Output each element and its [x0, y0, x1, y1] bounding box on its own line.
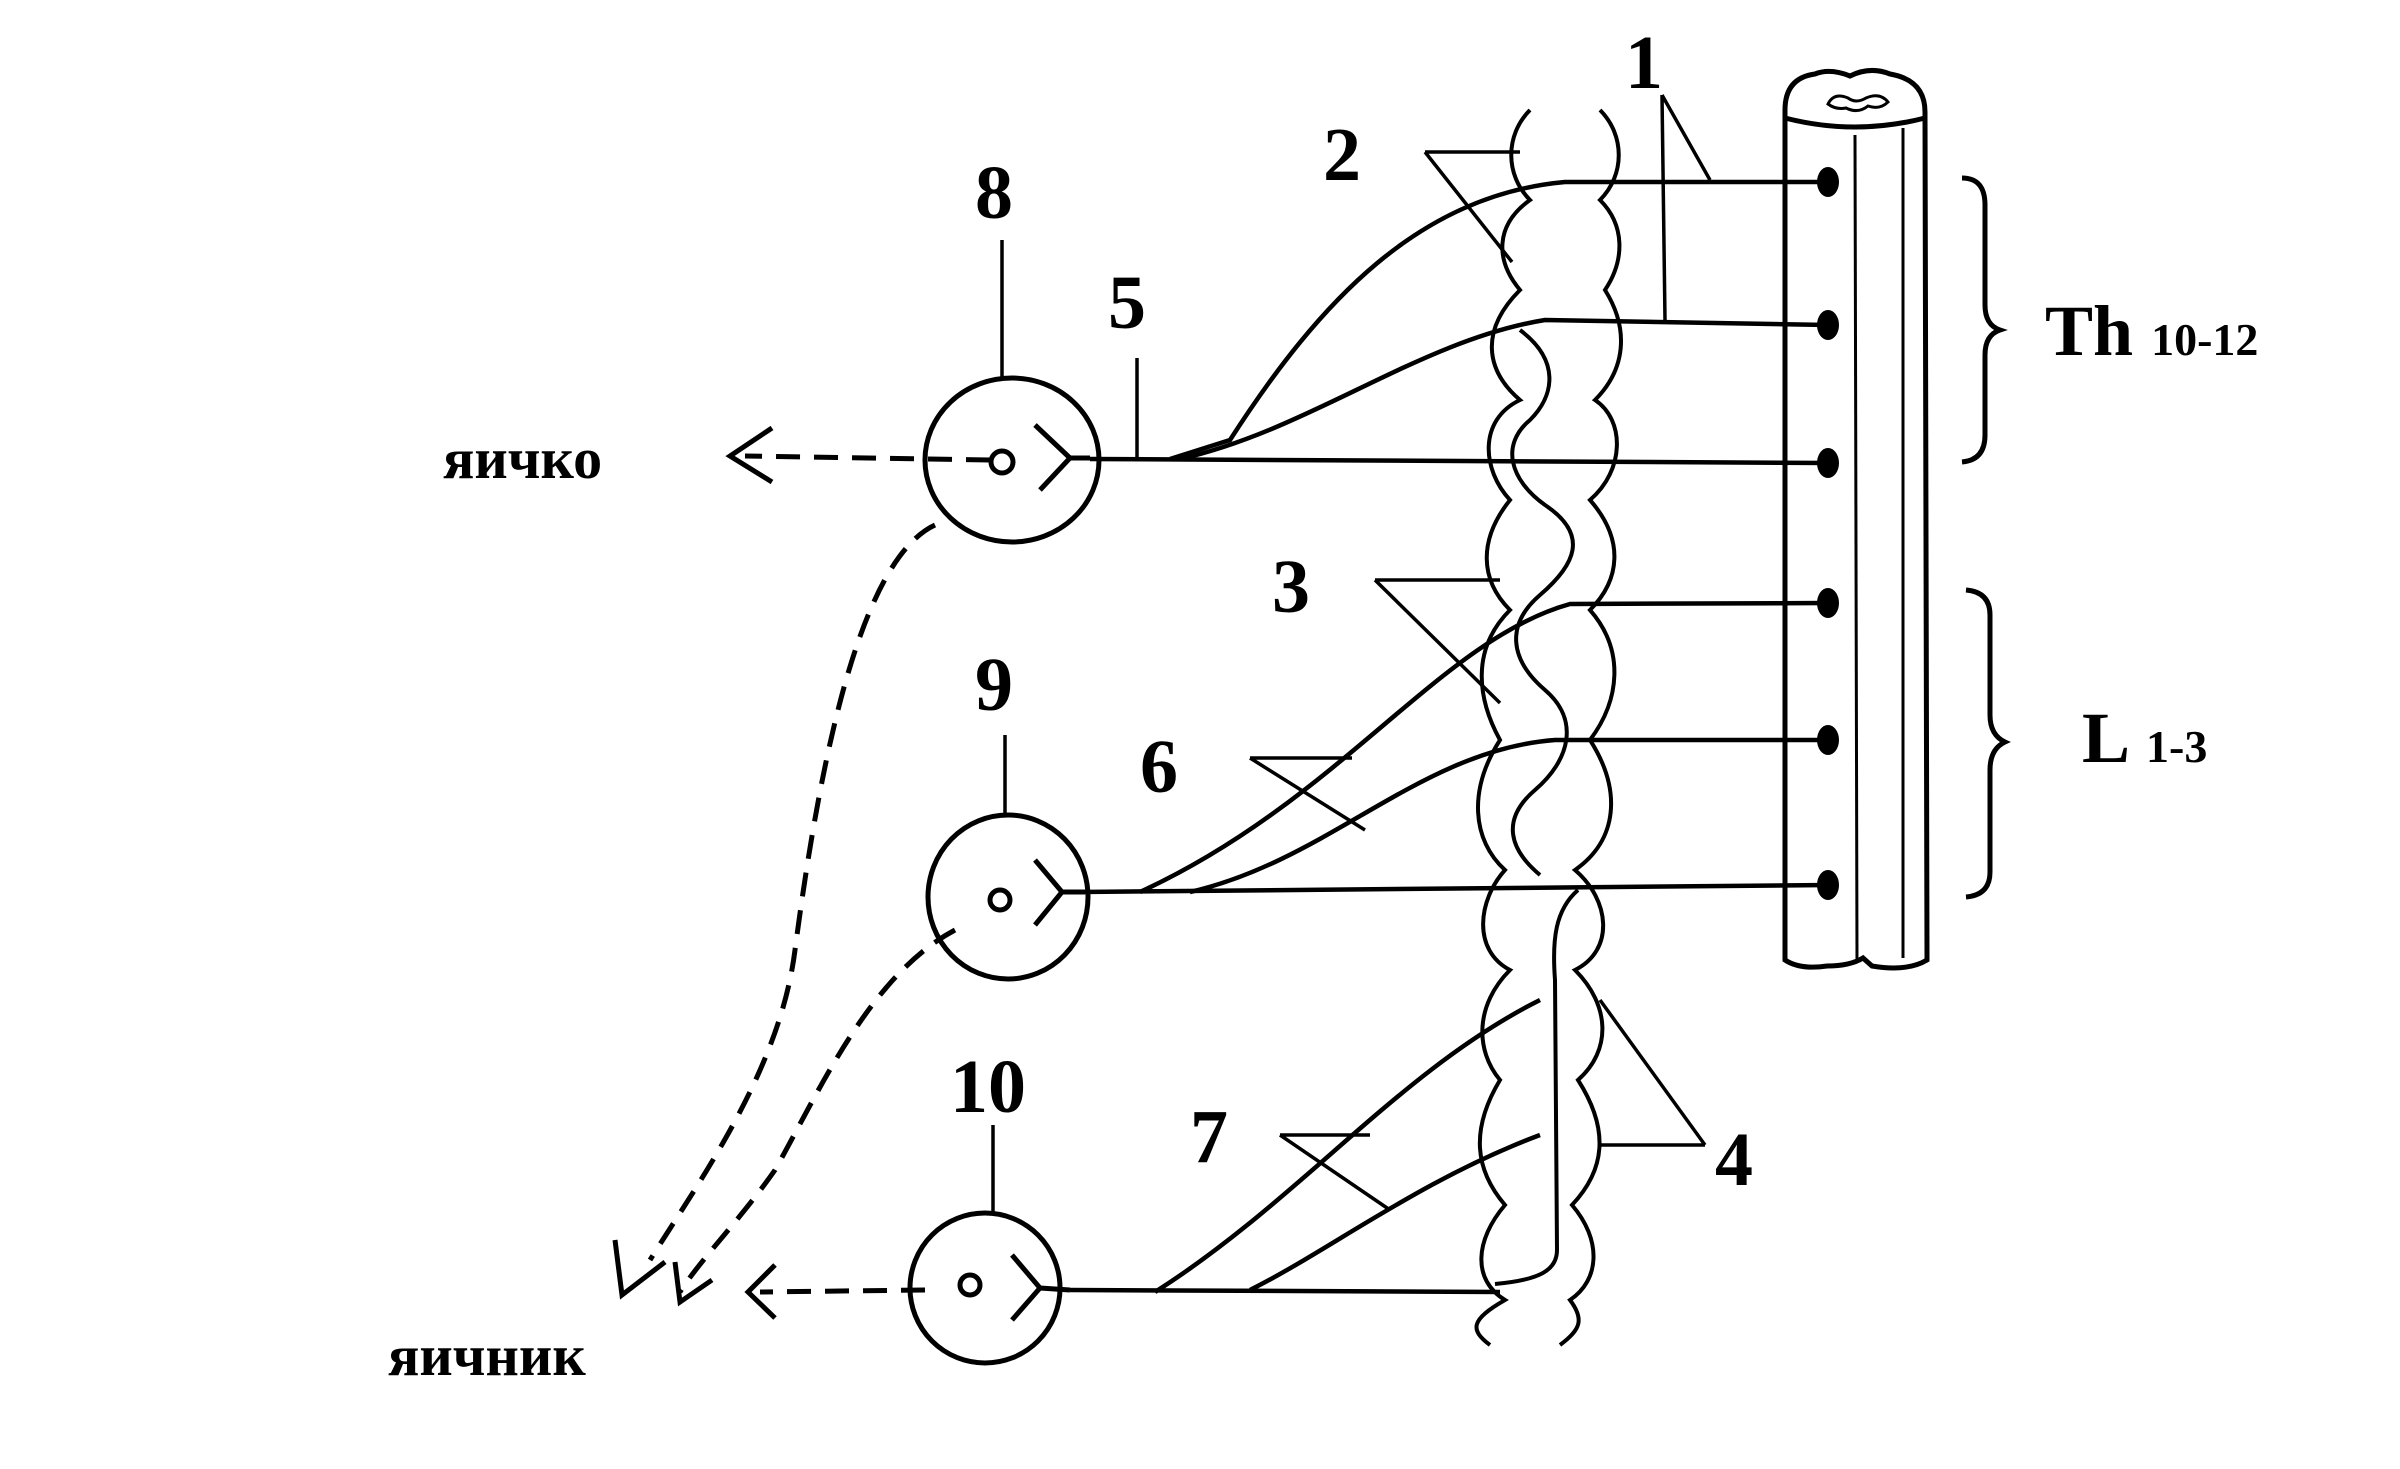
leader-6 [1249, 756, 1366, 832]
trunk-right-lower-strand [1494, 888, 1580, 1286]
ganglion-10-nucleus [957, 1272, 983, 1298]
ganglion-8-circle [922, 375, 1102, 545]
dashed-8-to-testis [744, 453, 991, 463]
label-9: 9 [975, 643, 1013, 727]
spinal-cord-central-groove [1853, 134, 1859, 963]
ganglion-10 [907, 1210, 1071, 1366]
leader-lines [991, 94, 1712, 1213]
trunk-inner-strand [1510, 328, 1575, 877]
number-labels: 1 2 3 4 5 6 7 8 9 10 [950, 21, 1753, 1202]
fiber-th11 [1179, 317, 1829, 462]
fiber-th10 [1169, 179, 1828, 462]
ganglion-8-neuron [1033, 423, 1090, 492]
segment-lumbar-range: 1-3 [2146, 721, 2207, 772]
fiber-l3 [1079, 882, 1829, 895]
fiber-l2 [1189, 737, 1828, 895]
leader-4 [1598, 998, 1707, 1147]
ganglion-8-nucleus [988, 448, 1016, 476]
trunk-left-contour [1474, 108, 1534, 1347]
trunk-right-contour [1558, 108, 1623, 1347]
leader-1 [1660, 94, 1712, 321]
arrow-ovary-1 [612, 1239, 667, 1300]
leader-2 [1423, 150, 1520, 264]
brace-lumbar [1965, 587, 2011, 900]
spinal-cord [1782, 68, 1930, 971]
arrow-ovary-3 [744, 1263, 777, 1320]
dashed-10-to-ovary [759, 1287, 926, 1295]
arrow-ovary-2 [672, 1261, 714, 1307]
label-8: 8 [975, 151, 1013, 235]
label-4: 4 [1715, 1118, 1753, 1202]
ganglion-9-nucleus [987, 887, 1013, 913]
brace-thoracic [1961, 175, 2008, 465]
segment-braces [1961, 175, 2011, 900]
label-2: 2 [1323, 113, 1361, 197]
label-10: 10 [950, 1045, 1026, 1129]
label-1: 1 [1625, 21, 1663, 105]
label-3: 3 [1272, 545, 1310, 629]
ganglion-9-neuron [1033, 858, 1085, 927]
organ-label-testis: яичко [443, 426, 602, 491]
postganglionic-fibers [647, 453, 991, 1295]
label-7: 7 [1190, 1095, 1228, 1179]
preganglionic-fibers [1069, 179, 1829, 1295]
ganglion-9 [925, 812, 1091, 982]
ganglion-9-circle [925, 812, 1091, 982]
label-6: 6 [1140, 725, 1178, 809]
dashed-8-to-ovary [647, 522, 937, 1262]
spinal-cord-outline [1782, 68, 1930, 971]
fiber-to-ganglion-10-b [1248, 1132, 1541, 1293]
leader-7 [1279, 1133, 1391, 1212]
arrow-testis [725, 425, 774, 485]
segment-label-lumbar: L 1-3 [2082, 698, 2207, 778]
fiber-to-ganglion-10-a [1153, 997, 1542, 1294]
fiber-to-ganglion-10-c [1069, 1287, 1501, 1295]
fiber-l1 [1139, 600, 1829, 895]
segment-lumbar-main: L [2082, 698, 2130, 778]
fiber-th12 [1089, 456, 1829, 466]
ganglion-10-neuron [1010, 1253, 1071, 1322]
spinal-cord-top-edge [1784, 115, 1926, 130]
sympathetic-trunk [1474, 108, 1623, 1347]
organ-label-ovary: яичник [388, 1323, 586, 1388]
arrowheads [612, 425, 777, 1320]
label-5: 5 [1108, 261, 1146, 345]
segment-neurons [1817, 167, 1839, 900]
segment-label-thoracic: Th 10-12 [2045, 291, 2258, 371]
segment-thoracic-main: Th [2045, 291, 2133, 371]
leader-3 [1373, 578, 1502, 705]
spinal-cord-grey-matter [1826, 94, 1891, 113]
ganglion-8 [922, 375, 1102, 545]
segment-thoracic-range: 10-12 [2151, 314, 2258, 365]
dashed-9-to-ovary [677, 927, 957, 1294]
